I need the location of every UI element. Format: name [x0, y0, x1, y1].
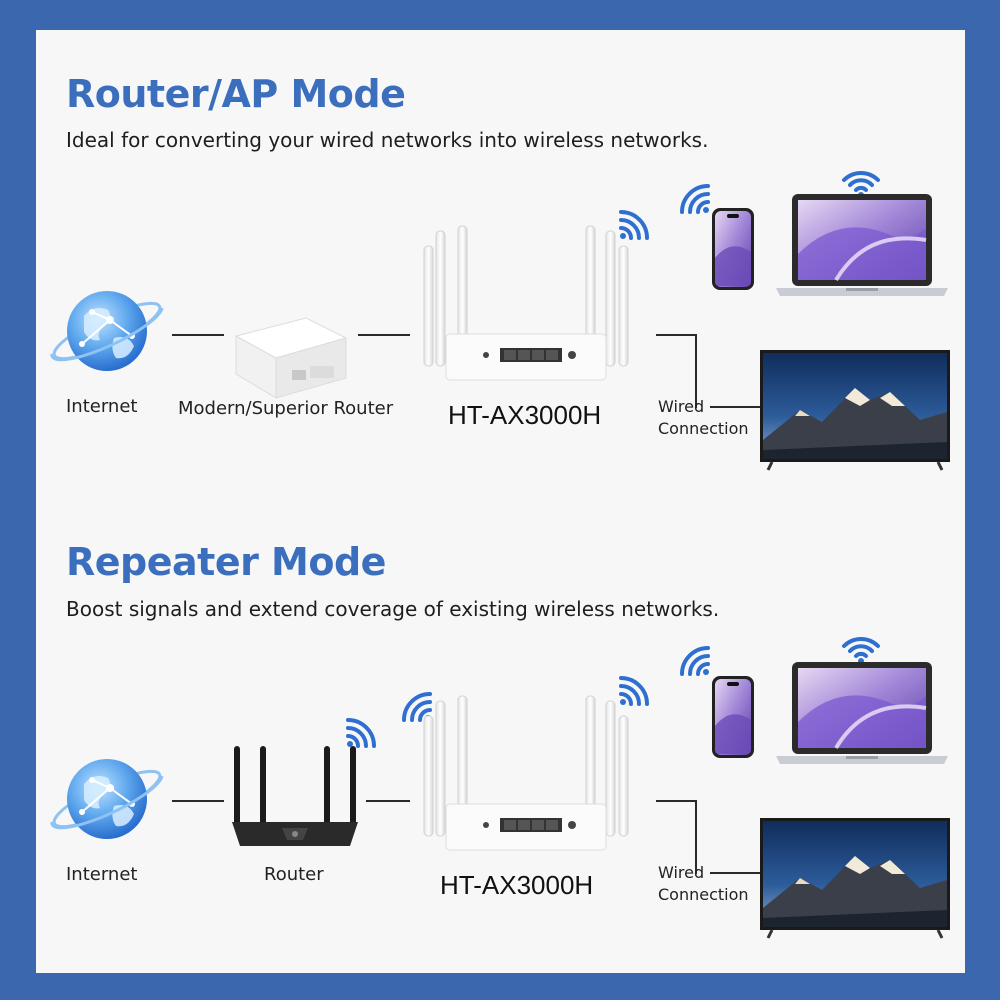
repeater-title: Repeater Mode	[66, 540, 386, 584]
repeater-internet-label: Internet	[66, 864, 138, 885]
router-ap-upstream-label: Modern/Superior Router	[178, 398, 394, 419]
repeater-upstream-label: Router	[264, 864, 324, 885]
router-ap-model-label: HT-AX3000H	[448, 400, 602, 430]
router-ap-internet-label: Internet	[66, 396, 138, 417]
router-ap-wired-label: Wired Connection	[658, 397, 749, 438]
connector-line	[172, 334, 224, 336]
wifi-icon	[842, 636, 880, 666]
laptop-icon	[774, 660, 950, 766]
repeater-model-label: HT-AX3000H	[440, 870, 594, 900]
router-ap-title: Router/AP Mode	[66, 72, 406, 116]
smartphone-icon	[712, 208, 754, 290]
smartphone-icon	[712, 676, 754, 758]
repeater-wired-label: Wired Connection	[658, 863, 749, 904]
repeater-subtitle: Boost signals and extend coverage of exi…	[66, 597, 720, 621]
wifi-icon	[345, 718, 376, 749]
globe-icon	[47, 757, 167, 841]
connector-line	[656, 334, 696, 336]
connector-line	[710, 872, 760, 874]
router-ap-subtitle: Ideal for converting your wired networks…	[66, 128, 709, 152]
tv-icon	[758, 348, 952, 472]
tv-icon	[758, 816, 952, 940]
white-router-icon	[423, 225, 629, 381]
globe-icon	[47, 289, 167, 373]
connector-line	[695, 800, 697, 874]
connector-line	[172, 800, 224, 802]
black-router-icon	[232, 746, 358, 846]
connector-line	[366, 800, 410, 802]
white-router-icon	[423, 695, 629, 851]
connector-line	[710, 406, 760, 408]
modem-icon	[235, 317, 347, 399]
wifi-icon	[680, 184, 711, 215]
wifi-icon	[618, 210, 649, 241]
wifi-icon	[842, 170, 880, 200]
connector-line	[656, 800, 696, 802]
connector-line	[358, 334, 410, 336]
laptop-icon	[774, 192, 950, 298]
diagram-card: Router/AP Mode Ideal for converting your…	[36, 30, 965, 973]
connector-line	[695, 334, 697, 408]
wifi-icon	[680, 646, 711, 677]
wifi-icon	[618, 676, 649, 707]
